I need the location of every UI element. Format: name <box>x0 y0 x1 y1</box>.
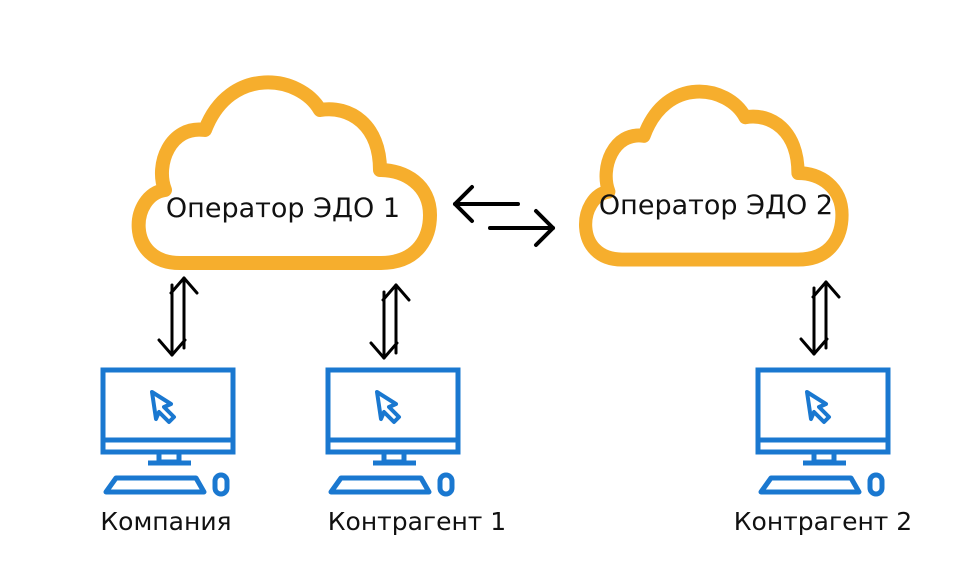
arrow-up-icon <box>811 280 841 350</box>
computer-icon-kompaniya <box>100 367 236 497</box>
link-arrows-kontragent-1 <box>369 283 411 360</box>
cursor-icon <box>805 390 831 424</box>
keyboard-icon <box>328 475 432 495</box>
link-arrows-kompaniya <box>157 276 199 357</box>
arrow-down-icon <box>157 283 187 357</box>
arrow-up-icon <box>169 276 199 350</box>
keyboard-icon <box>103 475 207 495</box>
computer-label-kompaniya: Компания <box>100 507 232 536</box>
mouse-icon <box>437 472 455 497</box>
operator-2-label: Оператор ЭДО 2 <box>598 190 834 221</box>
mouse-icon <box>867 472 885 497</box>
computer-label-kontragent-2: Контрагент 2 <box>733 507 913 536</box>
keyboard-icon <box>758 475 862 495</box>
operator-cloud-2 <box>586 92 842 260</box>
operator-1-label: Оператор ЭДО 1 <box>165 193 401 224</box>
arrow-right-icon <box>488 209 555 247</box>
computer-icon-kontragent-2 <box>755 367 891 497</box>
operators-exchange-arrows <box>453 185 555 247</box>
cursor-icon <box>150 390 176 424</box>
arrow-left-icon <box>453 185 520 223</box>
link-arrows-kontragent-2 <box>799 280 841 356</box>
arrow-down-icon <box>799 286 829 356</box>
computer-label-kontragent-1: Контрагент 1 <box>327 507 507 536</box>
computer-icon-kontragent-1 <box>325 367 461 497</box>
operator-cloud-1 <box>139 82 430 263</box>
cursor-icon <box>375 390 401 424</box>
arrow-down-icon <box>369 290 399 360</box>
mouse-icon <box>212 472 230 497</box>
arrow-up-icon <box>381 283 411 355</box>
